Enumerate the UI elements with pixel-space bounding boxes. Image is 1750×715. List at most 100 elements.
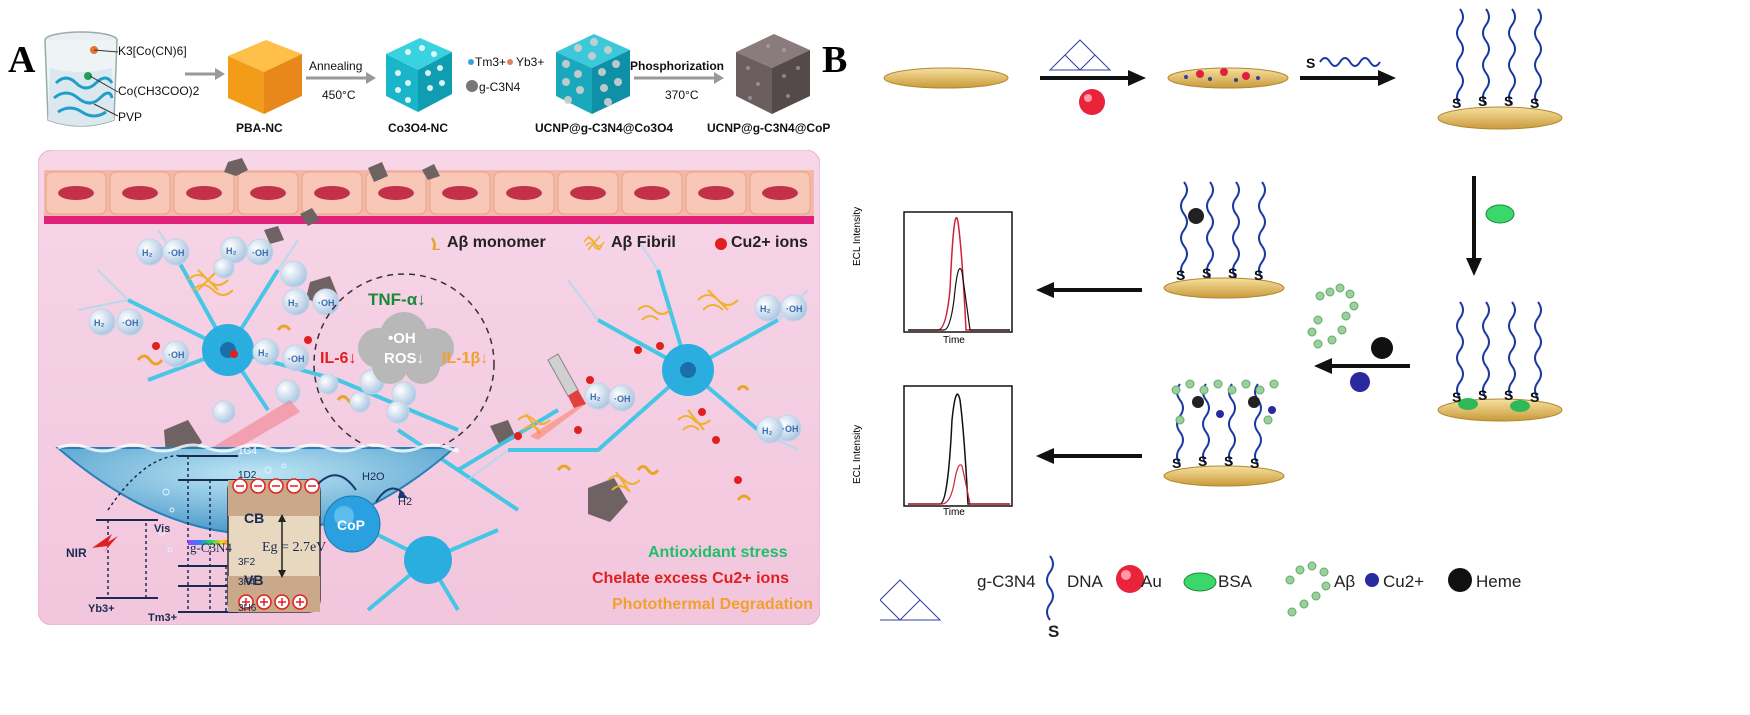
legend-cu-icon bbox=[715, 238, 727, 250]
label-oh: •OH bbox=[388, 330, 416, 347]
arrow-phosphorization bbox=[634, 72, 724, 84]
svg-text:H₂: H₂ bbox=[94, 318, 105, 328]
cop-cube bbox=[736, 34, 810, 114]
label-phosphorization: Phosphorization bbox=[630, 59, 724, 73]
legend-au-label: Au bbox=[1141, 572, 1162, 591]
label-co3o4: Co3O4-NC bbox=[388, 121, 449, 135]
effect-photo: Photothermal Degradation bbox=[612, 596, 813, 613]
reagent-pointers bbox=[90, 49, 119, 117]
label-1d2: 1D2 bbox=[238, 470, 257, 481]
label-vis: Vis bbox=[154, 523, 171, 535]
label-gcn-diagram: g-C3N4 bbox=[190, 540, 232, 555]
chart1-xlabel: Time bbox=[943, 335, 965, 346]
effect-chelate: Chelate excess Cu2+ ions bbox=[592, 570, 789, 587]
legend-cu-label: Cu2+ ions bbox=[731, 234, 808, 251]
legend-heme-label: Heme bbox=[1476, 572, 1522, 591]
svg-text:H₂: H₂ bbox=[590, 392, 601, 402]
svg-text:H₂: H₂ bbox=[760, 304, 771, 314]
label-cb: CB bbox=[244, 510, 265, 526]
chart2-xlabel: Time bbox=[943, 507, 965, 518]
panel-a-letter: A bbox=[8, 39, 36, 81]
legend-ab-label: Aβ bbox=[1334, 572, 1356, 591]
svg-text:·OH: ·OH bbox=[288, 354, 305, 364]
svg-text:S: S bbox=[1306, 55, 1315, 71]
svg-text:·OH: ·OH bbox=[782, 424, 799, 434]
svg-text:S: S bbox=[1504, 387, 1513, 403]
label-phos-temp: 370°C bbox=[665, 88, 699, 102]
label-3f4: 3F4 bbox=[238, 577, 256, 588]
label-3f2: 3F2 bbox=[238, 557, 256, 568]
reagent-k3: K3[Co(CN)6] bbox=[118, 44, 187, 58]
svg-text:H₂: H₂ bbox=[258, 348, 269, 358]
label-tnf: TNF-α↓ bbox=[368, 290, 426, 309]
label-tm: Tm3+ bbox=[475, 55, 507, 69]
legend-gcn-label: g-C3N4 bbox=[977, 572, 1036, 591]
svg-text:H₂: H₂ bbox=[288, 298, 299, 308]
svg-text:S: S bbox=[1228, 265, 1237, 281]
svg-text:S: S bbox=[1250, 455, 1259, 471]
chart2-ylabel: ECL Intensity bbox=[852, 424, 863, 484]
svg-text:S: S bbox=[1530, 95, 1539, 111]
svg-text:S: S bbox=[1504, 93, 1513, 109]
svg-text:S: S bbox=[1452, 389, 1461, 405]
label-h2o: H2O bbox=[362, 471, 385, 483]
svg-text:·OH: ·OH bbox=[318, 298, 335, 308]
svg-text:·OH: ·OH bbox=[168, 350, 185, 360]
svg-text:H₂: H₂ bbox=[142, 248, 153, 258]
svg-text:S: S bbox=[1254, 267, 1263, 283]
label-annealing-temp: 450°C bbox=[322, 88, 356, 102]
label-1g4: 1G4 bbox=[238, 446, 257, 457]
label-gcn-step: g-C3N4 bbox=[479, 80, 521, 94]
arrow-annealing bbox=[306, 72, 376, 84]
label-nir: NIR bbox=[66, 546, 87, 560]
label-vb: VB bbox=[244, 572, 264, 588]
svg-text:S: S bbox=[1176, 267, 1185, 283]
legend-bsa-label: BSA bbox=[1218, 572, 1253, 591]
label-il1: IL-1β↓ bbox=[442, 350, 489, 367]
svg-text:H₂: H₂ bbox=[226, 246, 237, 256]
svg-text:S: S bbox=[1452, 95, 1461, 111]
pba-cube bbox=[228, 40, 302, 114]
svg-text:S: S bbox=[1198, 453, 1207, 469]
svg-text:S: S bbox=[1202, 265, 1211, 281]
svg-text:S: S bbox=[1478, 93, 1487, 109]
svg-text:·OH: ·OH bbox=[168, 248, 185, 258]
brain-illustration: H₂ ·OH H₂ ·OH H₂ ·OH ·OH H₂ ·OH H₂ ·OH H₂ ·OH H₂ ·O… bbox=[38, 150, 820, 625]
label-tm-level: Tm3+ bbox=[148, 612, 178, 624]
svg-text:S: S bbox=[1478, 387, 1487, 403]
label-ros: ROS↓ bbox=[384, 350, 425, 367]
label-yb-level: Yb3+ bbox=[88, 603, 115, 615]
label-yb: Yb3+ bbox=[516, 55, 545, 69]
panel-b-letter: B bbox=[822, 39, 848, 81]
label-ucnp-cop: UCNP@g-C3N4@CoP bbox=[707, 121, 831, 135]
dopant-markers bbox=[466, 59, 513, 92]
label-3h6: 3H6 bbox=[238, 603, 257, 614]
reagent-co: Co(CH3COO)2 bbox=[118, 84, 200, 98]
legend-dna-s: S bbox=[1048, 622, 1060, 641]
label-h2-prod: H2 bbox=[398, 496, 413, 508]
legend-monomer-icon bbox=[430, 236, 444, 252]
svg-text:S: S bbox=[1224, 453, 1233, 469]
ucnp-co3o4-cube bbox=[556, 34, 630, 114]
arrow-1 bbox=[185, 68, 225, 80]
legend-fibril-label: Aβ Fibril bbox=[611, 234, 676, 251]
reagent-pvp: PVP bbox=[118, 110, 143, 124]
svg-text:S: S bbox=[1172, 455, 1181, 471]
effect-antiox: Antioxidant stress bbox=[648, 544, 788, 561]
svg-text:·OH: ·OH bbox=[614, 394, 631, 404]
svg-text:H₂: H₂ bbox=[762, 426, 773, 436]
label-il6: IL-6↓ bbox=[320, 350, 357, 367]
co3o4-cube bbox=[386, 38, 452, 112]
label-eg: Eg = 2.7eV bbox=[262, 540, 327, 555]
label-ucnp-co3o4: UCNP@g-C3N4@Co3O4 bbox=[535, 121, 674, 135]
legend-cu-label-b: Cu2+ bbox=[1383, 572, 1425, 591]
label-annealing: Annealing bbox=[309, 59, 363, 73]
svg-text:S: S bbox=[1530, 389, 1539, 405]
chart1-ylabel: ECL Intensity bbox=[852, 206, 863, 266]
arrow-doping bbox=[466, 66, 546, 82]
panel-b-scheme: S S S S S S S S S S S S S S S S S bbox=[880, 8, 1563, 621]
svg-text:·OH: ·OH bbox=[786, 304, 803, 314]
svg-text:·OH: ·OH bbox=[122, 318, 139, 328]
label-pba: PBA-NC bbox=[236, 121, 283, 135]
legend-fibril-icon bbox=[582, 232, 606, 259]
